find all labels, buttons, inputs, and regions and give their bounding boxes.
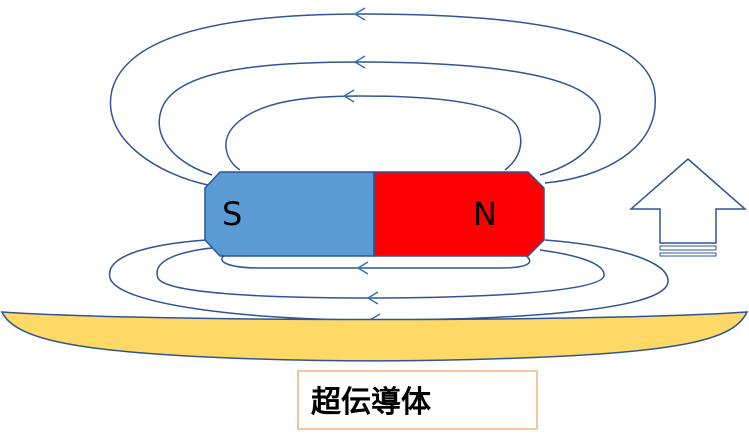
arrow-left-icon xyxy=(342,89,355,103)
upper-field-lines xyxy=(109,13,656,186)
magnet-north-half xyxy=(373,171,545,257)
up-arrow-stripe xyxy=(659,245,717,251)
superconductor-label: 超伝導体 xyxy=(311,385,432,420)
lower-field-line-middle xyxy=(156,247,605,299)
arrow-left-icon xyxy=(353,7,366,21)
up-arrow-body xyxy=(629,158,747,244)
upper-field-line-middle xyxy=(158,61,601,176)
up-arrow-stripe xyxy=(659,252,717,257)
arrow-left-icon xyxy=(353,55,366,69)
bar-magnet: S N xyxy=(204,171,545,257)
arrow-left-icon xyxy=(356,261,369,275)
upper-field-line-inner xyxy=(225,95,522,171)
superconductor-plate xyxy=(0,311,749,362)
arrow-left-icon xyxy=(366,291,379,305)
south-pole-label: S xyxy=(222,195,242,233)
lower-field-arrows xyxy=(356,261,381,327)
superconductor-label-box xyxy=(297,370,538,430)
up-arrow-icon xyxy=(629,158,747,257)
upper-field-line-outer xyxy=(109,13,656,186)
north-pole-label: N xyxy=(473,195,497,233)
upper-field-arrows xyxy=(342,7,366,103)
lower-field-line-inner xyxy=(221,254,531,269)
